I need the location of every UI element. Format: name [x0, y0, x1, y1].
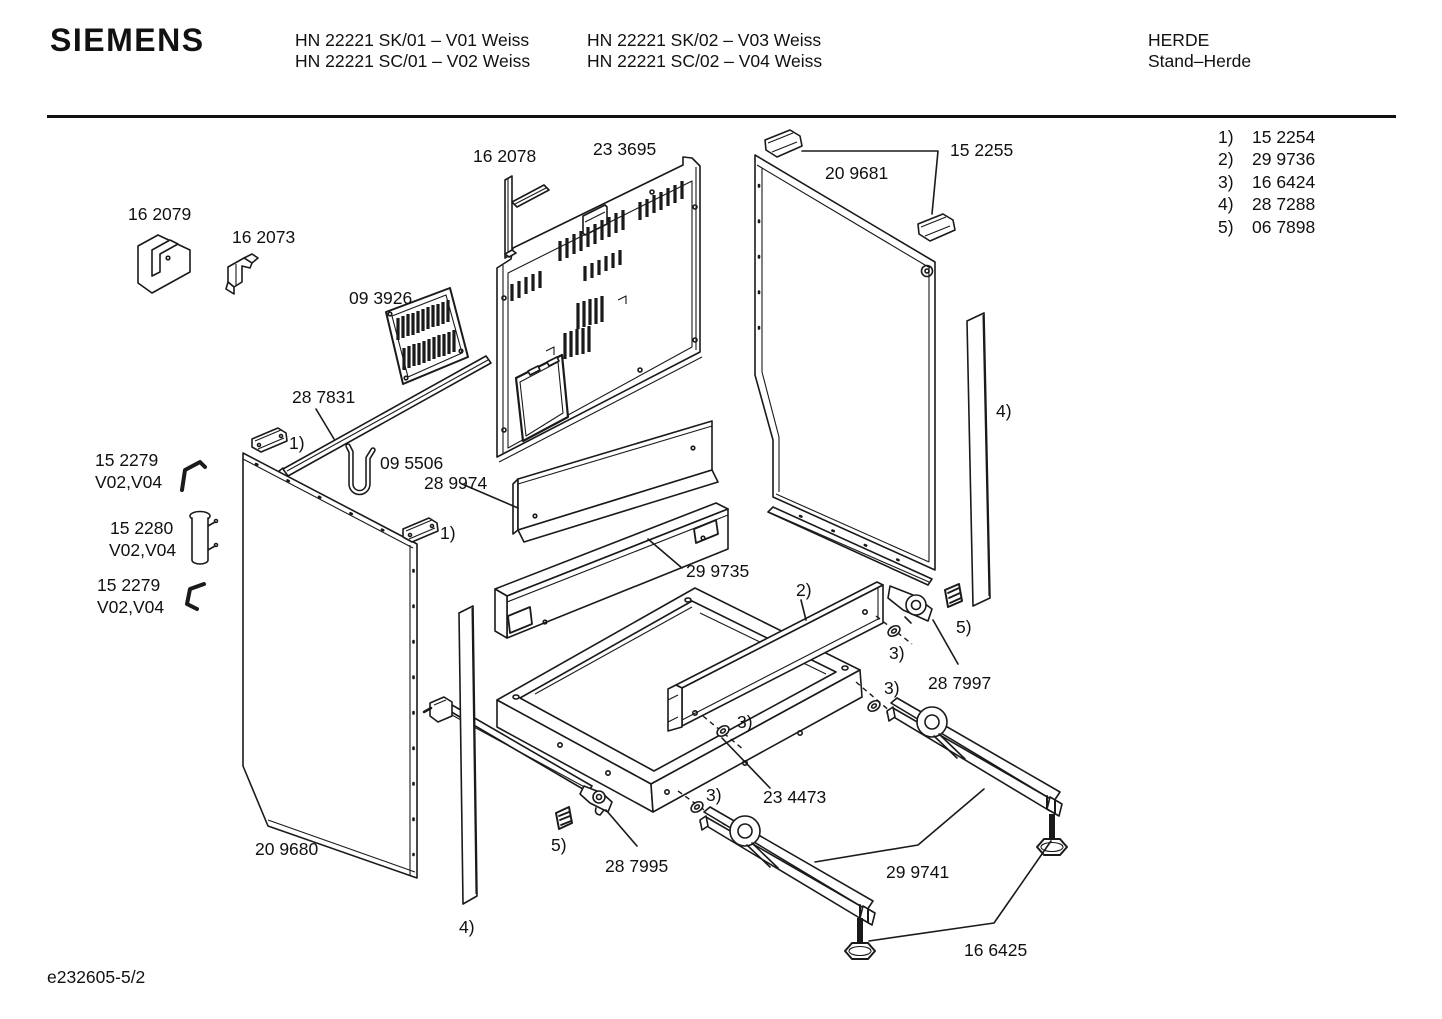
label-15-2279: 15 2279 — [95, 450, 158, 470]
legend-part: 16 6424 — [1252, 171, 1316, 192]
label-15-2280: 15 2280 — [110, 518, 174, 538]
legend-row: 1) 15 2254 — [1218, 126, 1315, 148]
label-ref3: 3) — [737, 712, 753, 732]
drawer-rail-left-drawing — [699, 806, 876, 926]
legend-row: 2) 29 9736 — [1218, 148, 1315, 170]
label-23-4473: 23 4473 — [763, 787, 826, 807]
legend-ref: 5) — [1218, 216, 1234, 237]
legend-row: 4) 28 7288 — [1218, 193, 1315, 215]
subcategory: Stand–Herde — [1148, 51, 1252, 71]
label-29-9741: 29 9741 — [886, 862, 949, 882]
label-ref5: 5) — [551, 835, 567, 855]
sleeve-152280-drawing — [189, 510, 219, 565]
label-ref3: 3) — [706, 785, 722, 805]
back-panel-drawing — [496, 156, 703, 463]
label-09-3926: 09 3926 — [349, 288, 412, 308]
model-line: HN 22221 SC/01 – V02 Weiss — [295, 51, 531, 71]
label-28-7997: 28 7997 — [928, 673, 991, 693]
clip-152279-top-drawing — [180, 460, 207, 492]
label-16-6425: 16 6425 — [964, 940, 1027, 960]
label-16-2078: 16 2078 — [473, 146, 536, 166]
side-panel-209681-drawing — [754, 154, 936, 571]
label-15-2255: 15 2255 — [950, 140, 1013, 160]
bracket-162078-drawing — [504, 175, 550, 259]
label-28-9974: 28 9974 — [424, 473, 488, 493]
channel-299735-drawing — [494, 502, 729, 639]
leader-lines — [315, 408, 985, 863]
bracket-162073-drawing — [225, 253, 259, 295]
hook-095506-drawing — [345, 443, 376, 496]
label-variant: V02,V04 — [109, 540, 176, 560]
siemens-logo: SIEMENS — [50, 22, 205, 58]
label-variant: V02,V04 — [95, 472, 162, 492]
model-line: HN 22221 SC/02 – V04 Weiss — [587, 51, 823, 71]
model-line: HN 22221 SK/02 – V03 Weiss — [587, 30, 822, 50]
label-ref4: 4) — [996, 401, 1012, 421]
legend-part: 29 9736 — [1252, 149, 1316, 170]
legend-part: 06 7898 — [1252, 216, 1316, 237]
header-divider — [47, 115, 1396, 118]
bracket-162079-drawing — [137, 234, 191, 294]
label-ref2: 2) — [796, 580, 812, 600]
clip-ref5-left-drawing — [555, 806, 573, 830]
screws-ref3-drawing — [677, 615, 913, 826]
channel-289974-drawing — [512, 420, 719, 543]
trim-strip-left-drawing — [458, 605, 478, 905]
label-ref1: 1) — [289, 433, 305, 453]
label-28-7831: 28 7831 — [292, 387, 355, 407]
legend-ref: 1) — [1218, 127, 1234, 147]
trim-strip-right-drawing — [966, 312, 991, 607]
label-ref1: 1) — [440, 523, 456, 543]
sill-rail-287997-drawing — [767, 506, 933, 624]
label-20-9680: 20 9680 — [255, 839, 319, 859]
label-ref3: 3) — [884, 678, 900, 698]
vent-grille-093926-drawing — [385, 287, 469, 385]
part-labels: 16 2078 23 3695 15 2255 20 9681 16 2079 … — [95, 139, 1027, 960]
label-28-7995: 28 7995 — [605, 856, 668, 876]
label-15-2279: 15 2279 — [97, 575, 160, 595]
category: HERDE — [1148, 30, 1210, 50]
legend-row: 5) 06 7898 — [1218, 216, 1315, 238]
legend-ref: 2) — [1218, 149, 1234, 170]
label-16-2079: 16 2079 — [128, 204, 191, 224]
feet-166425-drawing — [844, 814, 1068, 960]
legend-part: 28 7288 — [1252, 194, 1316, 215]
label-29-9735: 29 9735 — [686, 561, 749, 581]
clip-ref5-right-drawing — [944, 583, 963, 608]
label-variant: V02,V04 — [97, 597, 164, 617]
clip-152279-bottom-drawing — [185, 582, 206, 611]
door-panel-209680-drawing — [242, 452, 418, 879]
clip-ref1-top-drawing — [251, 427, 288, 453]
label-ref5: 5) — [956, 617, 972, 637]
label-ref3: 3) — [889, 643, 905, 663]
drawer-rail-right-drawing — [886, 697, 1063, 817]
reference-legend: 1)15 2254 2)29 9736 3)16 6424 4)28 7288 … — [1218, 126, 1315, 238]
cross-beam-ref2-drawing — [667, 581, 884, 732]
clip-ref1-mid-drawing — [402, 517, 439, 543]
legend-ref: 3) — [1218, 171, 1234, 192]
legend-part: 15 2254 — [1252, 127, 1316, 147]
label-09-5506: 09 5506 — [380, 453, 443, 473]
model-line: HN 22221 SK/01 – V01 Weiss — [295, 30, 530, 50]
label-ref4: 4) — [459, 917, 475, 937]
document-number: e232605-5/2 — [47, 967, 146, 987]
clips-152255-drawing — [764, 129, 956, 242]
legend-ref: 4) — [1218, 194, 1234, 215]
label-20-9681: 20 9681 — [825, 163, 888, 183]
label-16-2073: 16 2073 — [232, 227, 295, 247]
rail-287995-drawing — [422, 696, 613, 816]
legend-row: 3) 16 6424 — [1218, 171, 1315, 193]
label-23-3695: 23 3695 — [593, 139, 656, 159]
